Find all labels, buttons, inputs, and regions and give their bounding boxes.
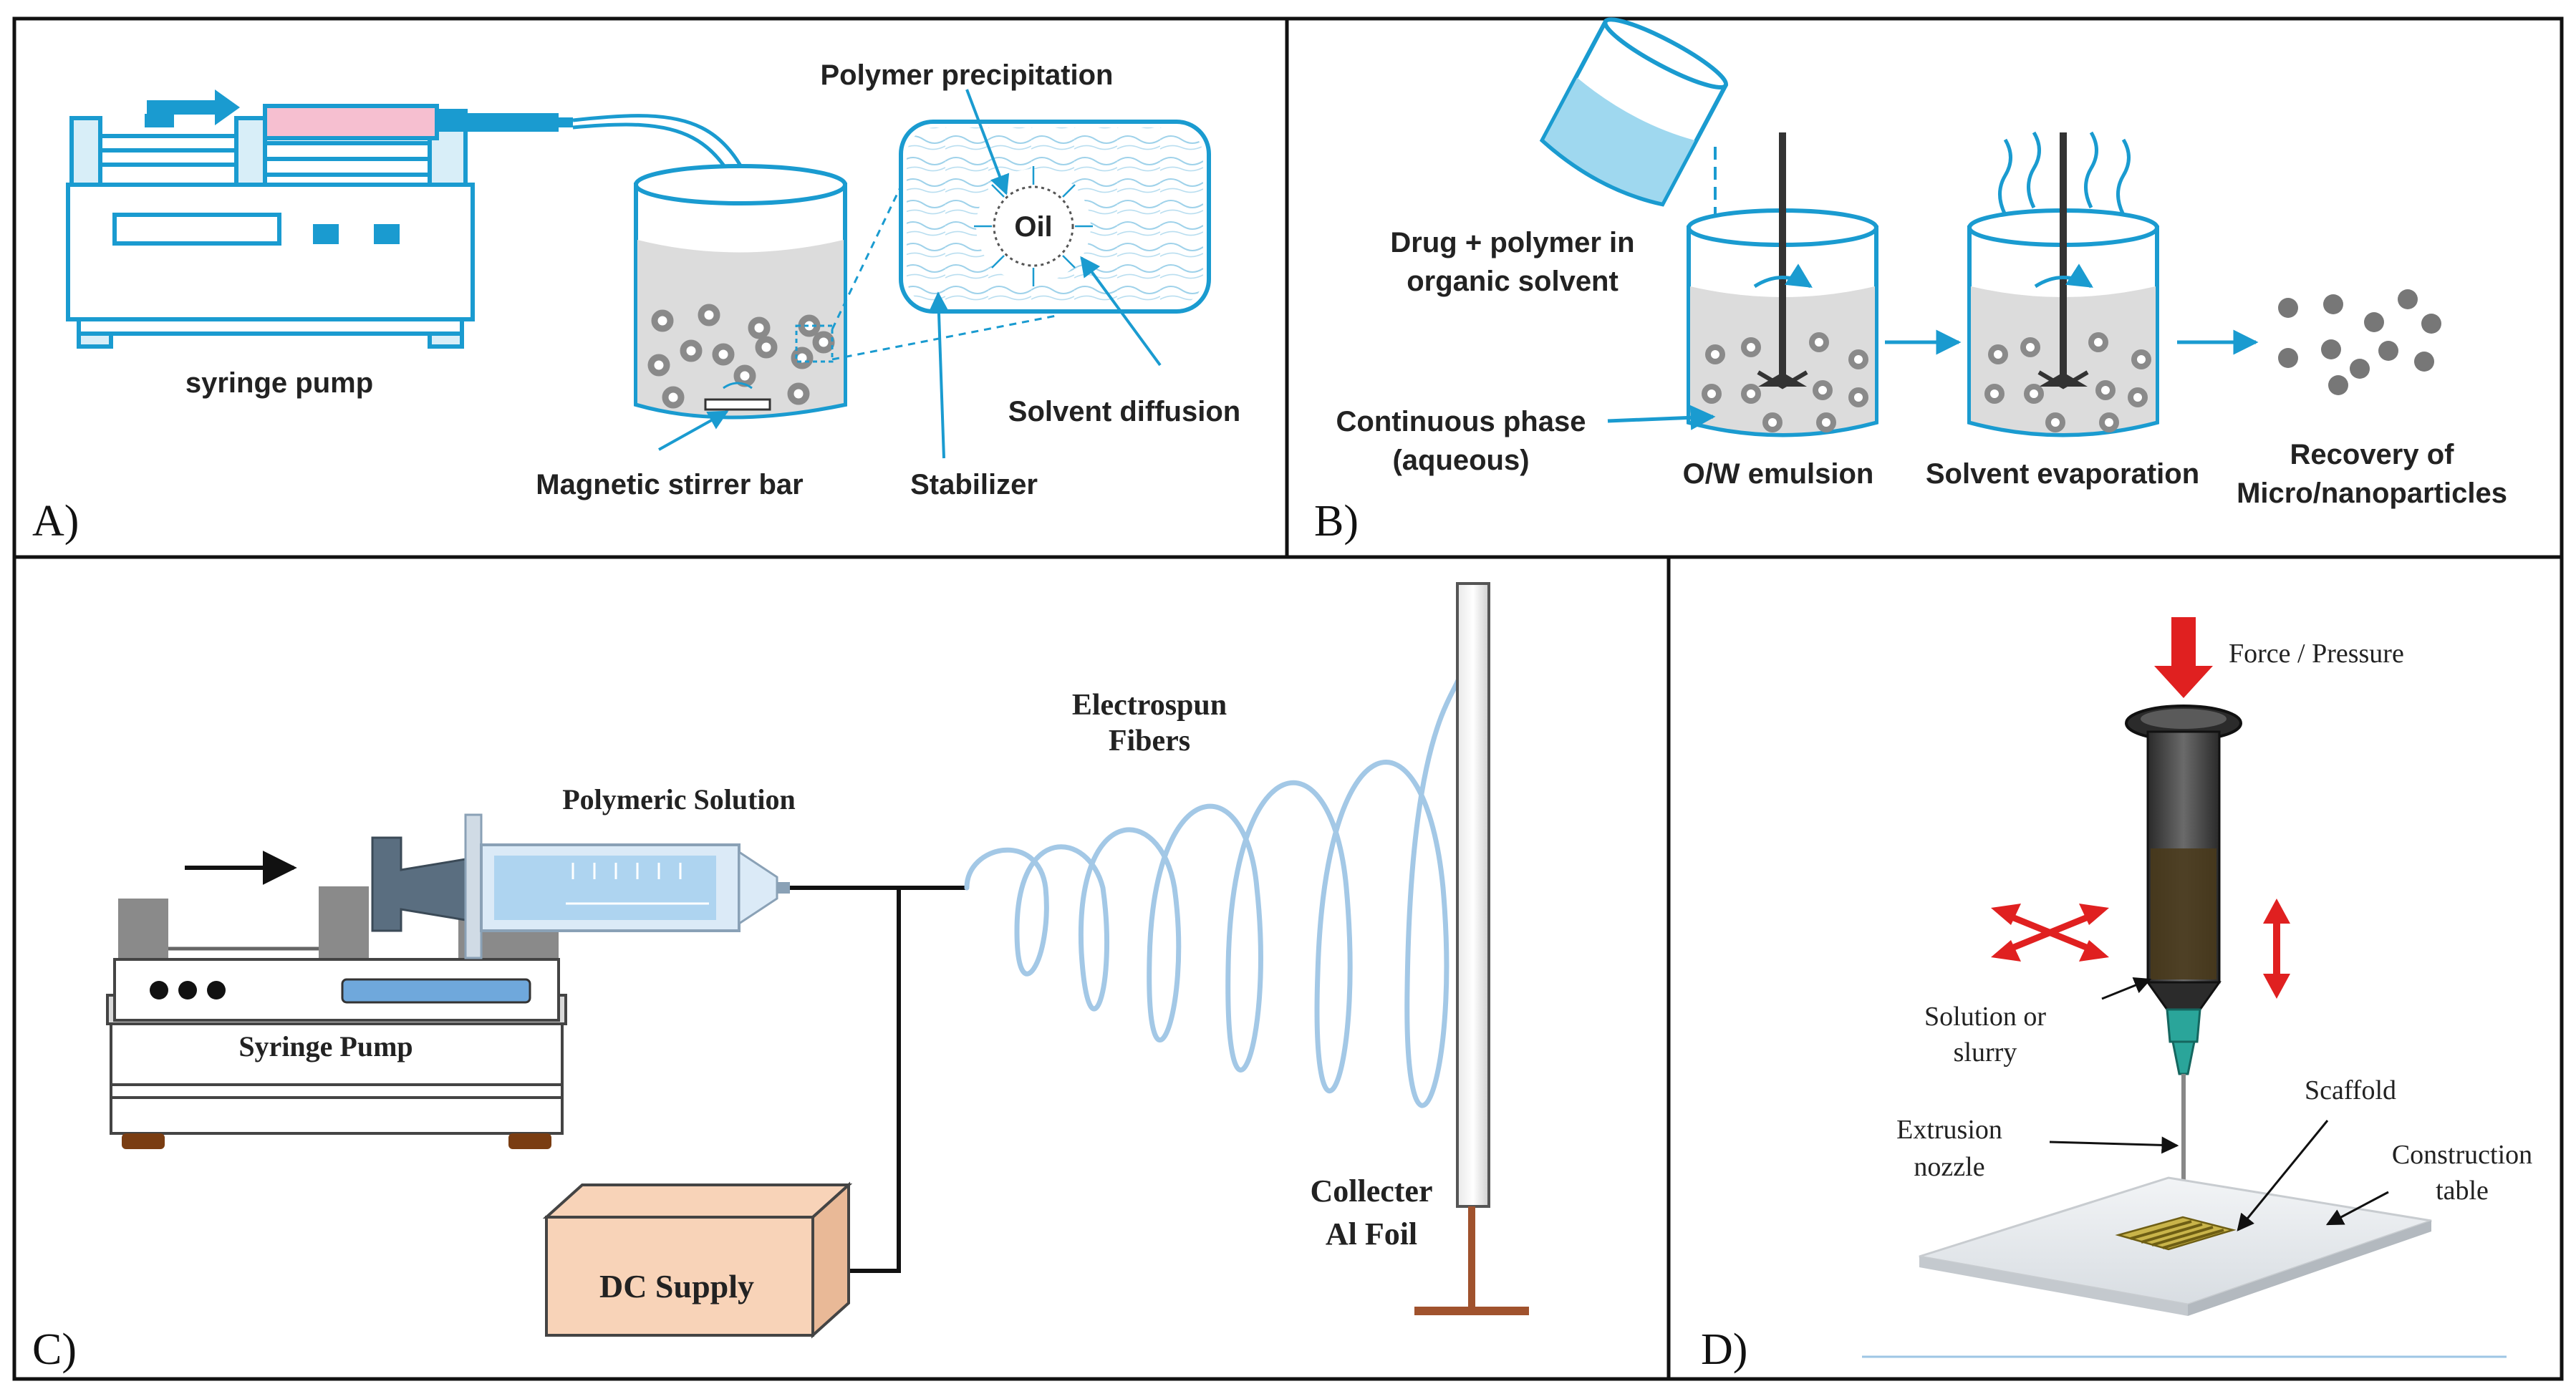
label-electrospun-line2: Fibers (1109, 725, 1190, 757)
force-arrow-icon (2154, 617, 2213, 698)
label-stabilizer: Stabilizer (910, 469, 1038, 500)
label-recovery-line2: Micro/nanoparticles (2237, 478, 2507, 509)
zoom-box (899, 120, 1211, 314)
pouring-beaker (1539, 17, 1729, 207)
label-solution-line1: Solution or (1924, 1002, 2046, 1032)
push-arrow-icon (147, 89, 240, 125)
beaker-a (634, 164, 847, 420)
label-electrospun-line1: Electrospun (1072, 689, 1227, 722)
label-syringe-pump-c: Syringe Pump (238, 1030, 413, 1062)
panel-b: Drug + polymer in organic solvent Contin… (1314, 17, 2507, 546)
extrusion-syringe (2125, 705, 2242, 1199)
syringe-c (371, 813, 790, 959)
panel-letter-b: B) (1314, 497, 1359, 546)
vapor-waves (1998, 131, 2131, 216)
label-drug-polymer-line2: organic solvent (1407, 266, 1619, 297)
label-force-pressure: Force / Pressure (2229, 639, 2404, 669)
label-magnetic-stirrer-bar: Magnetic stirrer bar (536, 469, 803, 500)
collector (1414, 582, 1529, 1315)
label-construction-line1: Construction (2392, 1140, 2532, 1170)
label-dc-supply: DC Supply (599, 1268, 754, 1304)
label-extrusion-line2: nozzle (1914, 1152, 1984, 1182)
label-drug-polymer-line1: Drug + polymer in (1390, 227, 1634, 258)
construction-table (1862, 1176, 2507, 1358)
label-collector-line1: Collecter (1311, 1173, 1433, 1209)
beaker-evaporation (1967, 131, 2159, 437)
dc-supply-box (542, 1181, 853, 1339)
label-recovery-line1: Recovery of (2290, 439, 2455, 470)
label-scaffold: Scaffold (2305, 1075, 2396, 1105)
wires (790, 886, 967, 1273)
label-solution-line2: slurry (1954, 1037, 2017, 1068)
label-extrusion-line1: Extrusion (1896, 1115, 2002, 1145)
label-polymer-precipitation: Polymer precipitation (821, 59, 1114, 91)
panel-letter-a: A) (32, 497, 79, 546)
label-construction-line2: table (2436, 1176, 2489, 1206)
beaker-emulsion (1687, 132, 1878, 437)
label-continuous-line1: Continuous phase (1336, 406, 1586, 437)
panel-letter-d: D) (1701, 1325, 1747, 1374)
label-collector-line2: Al Foil (1326, 1216, 1417, 1252)
xy-motion-icon (2000, 909, 2100, 956)
z-motion-icon (2263, 899, 2290, 999)
scaffold (2115, 1216, 2237, 1251)
label-ow-emulsion: O/W emulsion (1683, 458, 1874, 490)
label-oil: Oil (1014, 211, 1052, 243)
panel-a: Polymer precipitation Oil Solvent diffus… (32, 59, 1240, 546)
label-solvent-evaporation: Solvent evaporation (1926, 458, 2199, 490)
label-solvent-diffusion: Solvent diffusion (1008, 396, 1240, 427)
recovered-particles (2278, 289, 2441, 395)
label-polymeric-solution: Polymeric Solution (562, 783, 796, 815)
label-syringe-pump: syringe pump (185, 367, 373, 399)
panel-letter-c: C) (32, 1325, 77, 1374)
panel-borders (12, 16, 2564, 1381)
electrospun-fibers (964, 667, 1464, 1108)
panel-d: Force / Pressure Solution or slurry Scaf… (1701, 617, 2532, 1374)
panel-c: Electrospun Fibers Polymeric Solution Sy… (32, 582, 1529, 1374)
syringe-pump-device (66, 104, 573, 349)
label-continuous-line2: (aqueous) (1392, 445, 1529, 476)
